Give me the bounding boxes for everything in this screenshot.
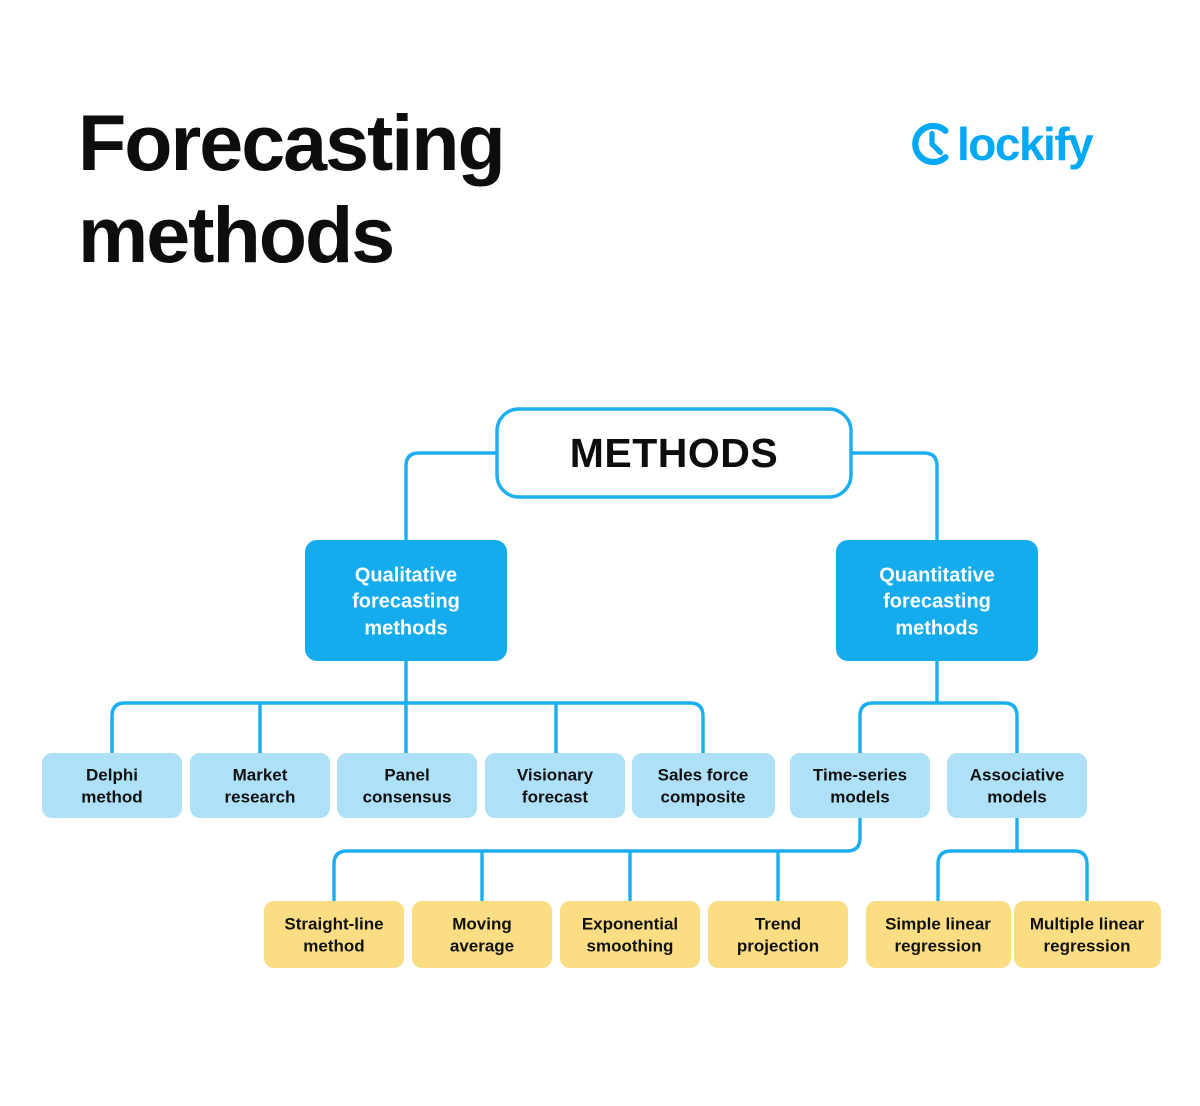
- node-quantitative-label-line1: Quantitative: [879, 564, 995, 586]
- node-market-research[interactable]: Market research: [190, 753, 330, 818]
- connector-methods-to-qualitative: [404, 451, 497, 540]
- node-trend-projection-box[interactable]: [708, 901, 848, 968]
- node-exponential-smoothing[interactable]: Exponential smoothing: [560, 901, 700, 968]
- node-simple-linear-regression-label-line1: Simple linear: [885, 914, 991, 933]
- node-straight-line-method-label-line2: method: [303, 936, 364, 955]
- node-qualitative-label-line1: Qualitative: [355, 564, 457, 586]
- node-market-research-box[interactable]: [190, 753, 330, 818]
- connector-timeseries-drop: [332, 817, 862, 903]
- header: Forecasting methods lockify: [0, 0, 1200, 300]
- node-multiple-linear-regression-box[interactable]: [1014, 901, 1161, 968]
- node-quantitative-box[interactable]: [836, 540, 1038, 661]
- node-moving-average-label-line1: Moving: [452, 914, 512, 933]
- node-panel-consensus[interactable]: Panel consensus: [337, 753, 477, 818]
- node-visionary-forecast-label-line1: Visionary: [517, 765, 594, 784]
- connector-methods-to-quantitative: [851, 451, 939, 540]
- clockify-wordmark: lockify: [957, 118, 1094, 170]
- node-multiple-linear-regression-label-line2: regression: [1044, 936, 1131, 955]
- node-exponential-smoothing-label-line2: smoothing: [587, 936, 674, 955]
- node-quantitative[interactable]: Quantitative forecasting methods: [836, 540, 1038, 661]
- node-trend-projection-label-line1: Trend: [755, 914, 801, 933]
- node-panel-consensus-box[interactable]: [337, 753, 477, 818]
- node-delphi-method-label-line2: method: [81, 787, 142, 806]
- node-trend-projection[interactable]: Trend projection: [708, 901, 848, 968]
- node-sales-force-composite-label-line2: composite: [660, 787, 745, 806]
- node-time-series-models-label-line2: models: [830, 787, 890, 806]
- node-moving-average-label-line2: average: [450, 936, 514, 955]
- connector-quantitative-bus: [858, 701, 1019, 755]
- node-associative-models-label-line1: Associative: [970, 765, 1065, 784]
- clockify-logo: lockify: [908, 118, 1094, 170]
- node-moving-average[interactable]: Moving average: [412, 901, 552, 968]
- node-delphi-method-label-line1: Delphi: [86, 765, 138, 784]
- node-trend-projection-label-line2: projection: [737, 936, 819, 955]
- node-multiple-linear-regression-label-line1: Multiple linear: [1030, 914, 1145, 933]
- node-straight-line-method-box[interactable]: [264, 901, 404, 968]
- node-time-series-models-label-line1: Time-series: [813, 765, 907, 784]
- connector-associative-bus: [936, 849, 1089, 903]
- node-straight-line-method[interactable]: Straight-line method: [264, 901, 404, 968]
- clock-c-icon: [912, 122, 949, 166]
- node-associative-models-label-line2: models: [987, 787, 1047, 806]
- node-time-series-models[interactable]: Time-series models: [790, 753, 930, 818]
- node-exponential-smoothing-label-line1: Exponential: [582, 914, 678, 933]
- node-panel-consensus-label-line2: consensus: [363, 787, 452, 806]
- node-quantitative-label-line3: methods: [895, 617, 978, 639]
- node-visionary-forecast-box[interactable]: [485, 753, 625, 818]
- node-market-research-label-line1: Market: [233, 765, 288, 784]
- node-sales-force-composite-box[interactable]: [632, 753, 775, 818]
- node-market-research-label-line2: research: [225, 787, 296, 806]
- node-time-series-models-box[interactable]: [790, 753, 930, 818]
- node-methods[interactable]: METHODS: [495, 407, 853, 499]
- node-delphi-method-box[interactable]: [42, 753, 182, 818]
- node-sales-force-composite[interactable]: Sales force composite: [632, 753, 775, 818]
- node-simple-linear-regression-label-line2: regression: [895, 936, 982, 955]
- node-quantitative-label-line2: forecasting: [883, 590, 991, 612]
- node-associative-models[interactable]: Associative models: [947, 753, 1087, 818]
- node-simple-linear-regression[interactable]: Simple linear regression: [866, 901, 1011, 968]
- node-delphi-method[interactable]: Delphi method: [42, 753, 182, 818]
- node-qualitative[interactable]: Qualitative forecasting methods: [305, 540, 507, 661]
- node-methods-label: METHODS: [570, 430, 779, 476]
- node-qualitative-box[interactable]: [305, 540, 507, 661]
- node-qualitative-label-line2: forecasting: [352, 590, 460, 612]
- node-multiple-linear-regression[interactable]: Multiple linear regression: [1014, 901, 1161, 968]
- node-straight-line-method-label-line1: Straight-line: [284, 914, 383, 933]
- node-methods-box[interactable]: [495, 407, 853, 499]
- node-associative-models-box[interactable]: [947, 753, 1087, 818]
- node-panel-consensus-label-line1: Panel: [384, 765, 429, 784]
- connector-layer: [110, 451, 1089, 903]
- node-exponential-smoothing-box[interactable]: [560, 901, 700, 968]
- node-simple-linear-regression-box[interactable]: [866, 901, 1011, 968]
- node-qualitative-label-line3: methods: [364, 617, 447, 639]
- node-sales-force-composite-label-line1: Sales force: [658, 765, 749, 784]
- node-moving-average-box[interactable]: [412, 901, 552, 968]
- page-title: Forecasting methods: [78, 98, 506, 279]
- node-visionary-forecast-label-line2: forecast: [522, 787, 588, 806]
- node-visionary-forecast[interactable]: Visionary forecast: [485, 753, 625, 818]
